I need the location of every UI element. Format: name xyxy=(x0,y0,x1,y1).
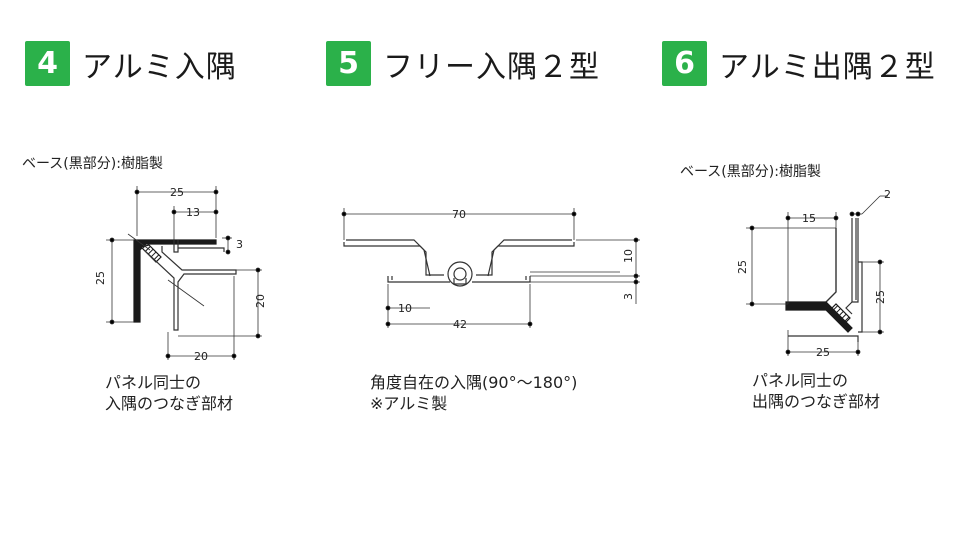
dim-label: 25 xyxy=(170,186,184,199)
dim-label: 10 xyxy=(398,302,412,315)
material-note: ベース(黒部分):樹脂製 xyxy=(22,156,163,172)
dim-label: 15 xyxy=(802,212,816,225)
dim-label: 20 xyxy=(194,350,208,363)
heading-title: アルミ入隅 xyxy=(82,49,237,85)
heading-6: 6 アルミ出隅２型 xyxy=(662,41,936,86)
number-badge: 6 xyxy=(662,41,707,86)
number-badge: 5 xyxy=(326,41,371,86)
caption-5: 角度自在の入隅(90°〜180°) ※アルミ製 xyxy=(370,372,577,414)
number-badge: 4 xyxy=(25,41,70,86)
caption-line: 入隅のつなぎ部材 xyxy=(105,394,234,413)
dim-label: 10 xyxy=(622,249,635,263)
heading-title: フリー入隅２型 xyxy=(383,49,600,85)
caption-line: 出隅のつなぎ部材 xyxy=(752,392,881,411)
material-note: ベース(黒部分):樹脂製 xyxy=(680,164,821,180)
caption-6: パネル同士の 出隅のつなぎ部材 xyxy=(752,370,880,412)
heading-title: アルミ出隅２型 xyxy=(719,49,936,85)
heading-4: 4 アルミ入隅 xyxy=(25,41,237,86)
figure-4: 25 13 3 25 20 20 xyxy=(94,186,267,363)
dim-label: 42 xyxy=(453,318,467,331)
caption-line: 角度自在の入隅(90°〜180°) xyxy=(370,373,578,392)
dim-label: 25 xyxy=(736,260,749,274)
figure-6: 2 15 25 25 25 xyxy=(736,188,891,359)
figure-5: 70 10 3 10 42 xyxy=(341,208,640,331)
dim-label: 3 xyxy=(236,238,243,251)
caption-line: パネル同士の xyxy=(752,371,849,390)
dim-label: 25 xyxy=(816,346,830,359)
heading-5: 5 フリー入隅２型 xyxy=(326,41,600,86)
dim-label: 3 xyxy=(622,293,635,300)
dim-label: 13 xyxy=(186,206,200,219)
dim-label: 25 xyxy=(94,271,107,285)
dim-label: 70 xyxy=(452,208,466,221)
caption-line: パネル同士の xyxy=(105,373,202,392)
caption-line: ※アルミ製 xyxy=(370,394,448,413)
caption-4: パネル同士の 入隅のつなぎ部材 xyxy=(105,372,233,414)
dim-label: 25 xyxy=(874,290,887,304)
dim-label: 2 xyxy=(884,188,891,201)
dim-label: 20 xyxy=(254,294,267,308)
